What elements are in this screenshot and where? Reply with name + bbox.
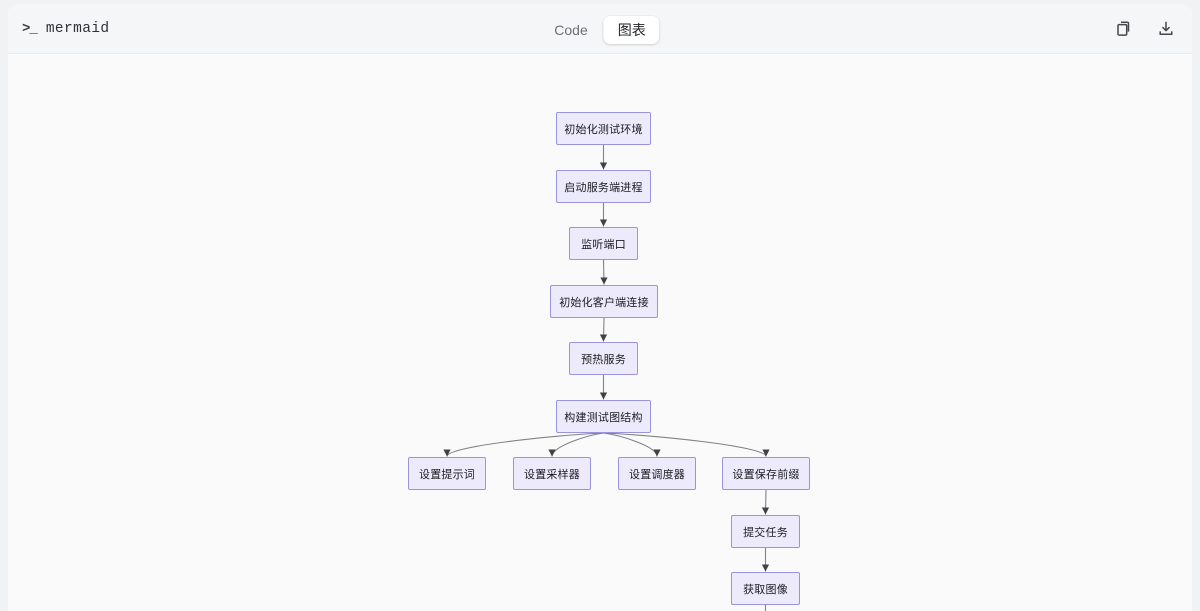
flow-node[interactable]: 提交任务	[731, 515, 800, 548]
flow-node[interactable]: 初始化客户端连接	[550, 285, 658, 318]
edge-line	[446, 432, 604, 458]
edge-arrowhead	[548, 449, 556, 457]
flow-node[interactable]: 预热服务	[569, 342, 638, 375]
download-icon[interactable]	[1156, 19, 1176, 39]
edge-line	[602, 317, 605, 342]
edge-line	[602, 259, 605, 285]
flow-node[interactable]: 初始化测试环境	[556, 112, 651, 145]
flow-node[interactable]: 构建测试图结构	[556, 400, 651, 433]
tab-diagram[interactable]: 图表	[603, 16, 660, 44]
edge-arrowhead	[653, 449, 661, 457]
view-mode-tabs: Code 图表	[540, 15, 660, 45]
app-title: mermaid	[45, 21, 110, 37]
copy-icon[interactable]	[1114, 19, 1134, 39]
flow-node[interactable]: 获取图像	[731, 572, 800, 605]
diagram-canvas[interactable]: 初始化测试环境启动服务端进程监听端口初始化客户端连接预热服务构建测试图结构设置提…	[8, 54, 1192, 611]
flow-node[interactable]: 设置调度器	[618, 457, 696, 490]
edge-line	[603, 432, 767, 457]
tab-code[interactable]: Code	[554, 22, 588, 38]
mermaid-preview-window: >_ mermaid Code 图表	[8, 4, 1192, 611]
edge-arrowhead	[761, 564, 770, 572]
app-header: >_ mermaid Code 图表	[8, 4, 1192, 54]
edge-line	[603, 432, 658, 457]
edge-arrowhead	[599, 334, 608, 342]
edge-arrowhead	[599, 392, 608, 400]
flow-node[interactable]: 设置采样器	[513, 457, 591, 490]
flow-node[interactable]: 监听端口	[569, 227, 638, 260]
edge-line	[551, 432, 604, 457]
edge-arrowhead	[600, 277, 608, 285]
edge-arrowhead	[761, 507, 770, 515]
edge-line	[764, 489, 767, 515]
flow-node[interactable]: 设置保存前缀	[722, 457, 810, 490]
flow-node[interactable]: 启动服务端进程	[556, 170, 651, 203]
edge-arrowhead	[762, 449, 770, 457]
flow-node[interactable]: 设置提示词	[408, 457, 486, 490]
edge-arrowhead	[599, 162, 608, 170]
edge-arrowhead	[599, 219, 608, 227]
edge-arrowhead	[443, 449, 451, 457]
terminal-prompt-icon: >_	[22, 21, 38, 37]
flowchart: 初始化测试环境启动服务端进程监听端口初始化客户端连接预热服务构建测试图结构设置提…	[8, 54, 1192, 611]
header-actions	[1114, 4, 1176, 54]
brand: >_ mermaid	[22, 4, 110, 54]
